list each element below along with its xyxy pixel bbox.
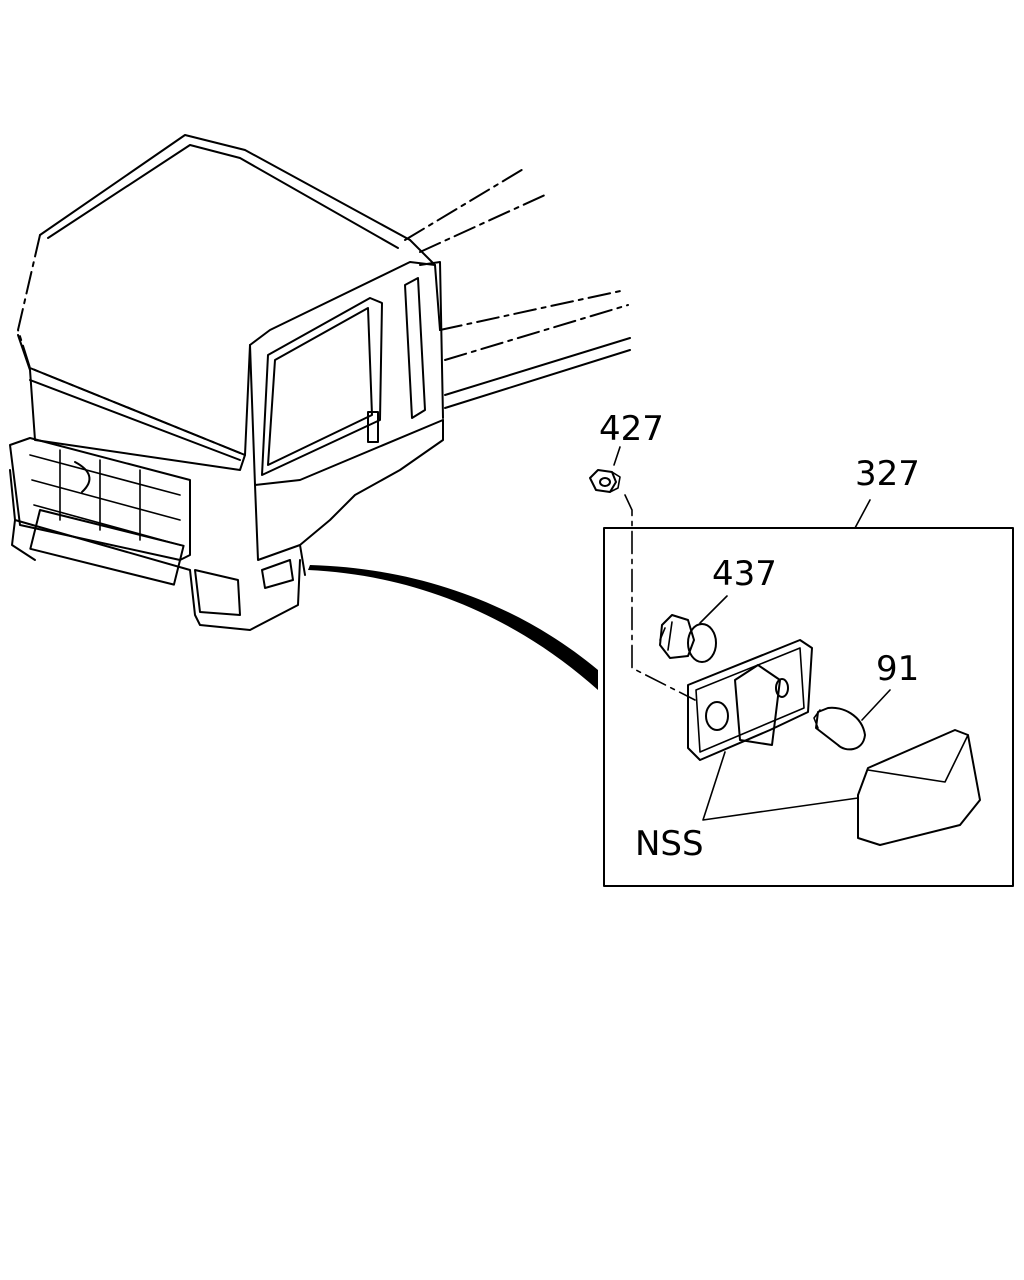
- truck-cab-illustration: [9, 134, 631, 690]
- callout-91: 91: [876, 649, 919, 689]
- callout-437: 437: [712, 554, 777, 594]
- leader-427: [613, 446, 621, 466]
- leader-nss: [702, 751, 859, 821]
- leader-327: [854, 499, 871, 529]
- callout-427: 427: [599, 409, 664, 449]
- callout-327: 327: [855, 454, 920, 494]
- detail-pointer: [308, 565, 598, 690]
- lamp-housing-part: [687, 639, 813, 761]
- nut-part: [589, 469, 621, 493]
- lamp-lens-part: [857, 729, 981, 846]
- bulb-part: [813, 706, 866, 751]
- mount-line: [624, 494, 696, 701]
- detail-box: [603, 527, 1014, 887]
- bulb-socket-part: [659, 614, 717, 663]
- leader-437: [699, 595, 728, 624]
- callout-nss: NSS: [635, 824, 704, 864]
- leader-91: [861, 689, 891, 721]
